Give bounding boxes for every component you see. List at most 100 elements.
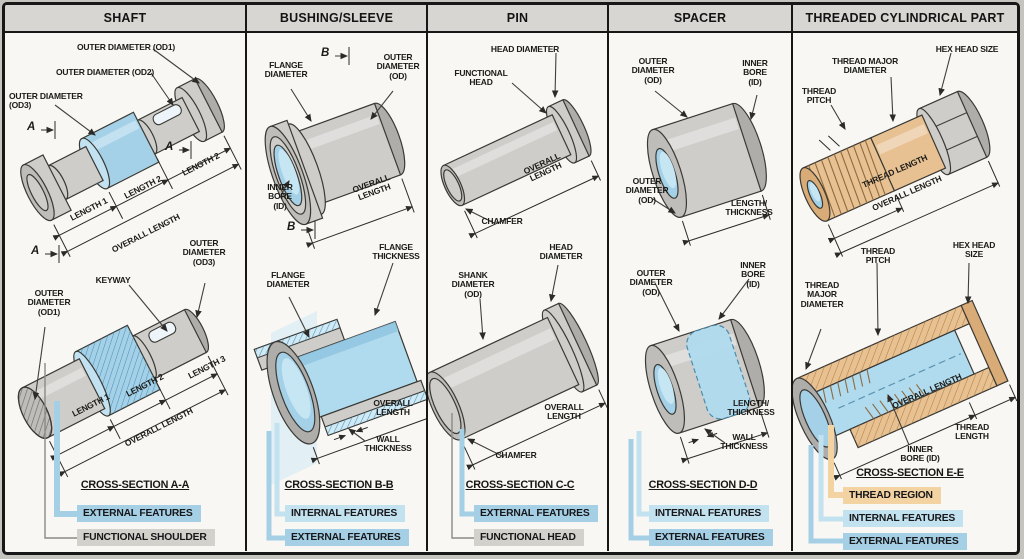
label-outer-diameter-od1: OUTER DIAMETER (OD1) — [76, 42, 175, 52]
threaded-part-isometric-view — [799, 90, 1001, 259]
label-length-thickness: LENGTH/ THICKNESS — [725, 198, 773, 218]
bushing-isometric-view — [264, 102, 415, 249]
label-flange-diameter-section: FLANGE DIAMETER — [266, 270, 310, 290]
header-spacer: SPACER — [609, 5, 793, 31]
label-thread-major-diameter: THREAD MAJOR DIAMETER — [831, 56, 899, 76]
label-hex-head-size: HEX HEAD SIZE — [935, 44, 999, 54]
column-pin: HEAD DIAMETER FUNCTIONAL HEAD OVERALL LE… — [428, 33, 609, 551]
legend-functional-shoulder: FUNCTIONAL SHOULDER — [77, 529, 215, 546]
legend-external-features: EXTERNAL FEATURES — [285, 529, 409, 546]
column-spacer: OUTER DIAMETER (OD) INNER BORE (ID) OUTE… — [609, 33, 793, 551]
label-keyway: KEYWAY — [95, 275, 131, 285]
external-features-band — [808, 445, 843, 544]
legend-external-features: EXTERNAL FEATURES — [649, 529, 773, 546]
external-features-band — [266, 431, 285, 541]
legend-internal-features: INTERNAL FEATURES — [285, 505, 406, 522]
legend-external-features: EXTERNAL FEATURES — [474, 505, 598, 522]
label-wall-thickness: WALL THICKNESS — [720, 432, 768, 452]
label-inner-bore-id-section: INNER BORE (ID) — [740, 260, 766, 289]
label-length-thickness-section: LENGTH/ THICKNESS — [727, 398, 775, 418]
legend-internal-features: INTERNAL FEATURES — [843, 510, 964, 527]
threaded-part-figures — [793, 52, 1017, 544]
label-wall-thickness: WALL THICKNESS — [364, 434, 412, 454]
column-bushing-sleeve: B FLANGE DIAMETER OUTER DIAMETER (OD) IN… — [247, 33, 428, 551]
cross-section-title-dd: CROSS-SECTION D-D — [648, 479, 758, 491]
internal-features-band — [818, 435, 843, 522]
section-marker-a2: A — [165, 141, 174, 153]
spacer-isometric-view — [646, 102, 771, 246]
label-outer-diameter-od-section: OUTER DIAMETER (OD) — [629, 268, 673, 297]
shaft-cross-section-view — [17, 308, 229, 478]
bushing-leader-lines — [266, 47, 394, 541]
legend-functional-head: FUNCTIONAL HEAD — [474, 529, 584, 546]
header-shaft: SHAFT — [5, 5, 247, 31]
label-outer-diameter-od: OUTER DIAMETER (OD) — [376, 52, 420, 81]
spacer-leader-lines — [628, 90, 758, 541]
spacer-cross-section-view — [644, 318, 770, 464]
label-overall-length-section: OVERALL LENGTH — [544, 402, 584, 422]
shaft-figures — [17, 48, 242, 539]
label-flange-thickness: FLANGE THICKNESS — [372, 242, 420, 262]
label-outer-diameter-od-top: OUTER DIAMETER (OD) — [631, 56, 675, 85]
external-features-band — [54, 401, 77, 517]
label-flange-diameter: FLANGE DIAMETER — [264, 60, 308, 80]
shaft-leader-lines — [32, 48, 206, 539]
functional-shoulder-leader — [44, 363, 77, 539]
column-shaft: OUTER DIAMETER (OD1) OUTER DIAMETER (OD2… — [5, 33, 247, 551]
spacer-figures — [628, 90, 771, 541]
section-marker-b1: B — [321, 47, 330, 59]
threaded-part-leader-lines — [805, 52, 972, 544]
label-shank-diameter-od: SHANK DIAMETER (OD) — [451, 270, 495, 299]
pin-leader-lines — [451, 52, 559, 539]
external-features-band — [628, 439, 649, 541]
label-head-diameter: HEAD DIAMETER — [490, 44, 560, 54]
pin-figures — [428, 52, 607, 539]
label-head-diameter-section: HEAD DIAMETER — [539, 242, 583, 262]
label-chamfer-section: CHAMFER — [495, 450, 537, 460]
header-bushing-sleeve: BUSHING/SLEEVE — [247, 5, 428, 31]
legend-internal-features: INTERNAL FEATURES — [649, 505, 770, 522]
label-inner-bore-id: INNER BORE (ID) — [267, 182, 293, 211]
cross-section-title-aa: CROSS-SECTION A-A — [80, 479, 190, 491]
label-functional-head: FUNCTIONAL HEAD — [454, 68, 508, 88]
cross-section-title-bb: CROSS-SECTION B-B — [284, 479, 394, 491]
label-hex-head-size-section: HEX HEAD SIZE — [952, 240, 996, 260]
legend-external-features: EXTERNAL FEATURES — [77, 505, 201, 522]
header-threaded-part: THREADED CYLINDRICAL PART — [793, 5, 1017, 31]
pin-cross-section-view — [428, 302, 607, 471]
label-overall-length-section: OVERALL LENGTH — [373, 398, 413, 418]
pin-isometric-view — [440, 99, 601, 239]
label-outer-diameter-od3-section: OUTER DIAMETER (OD3) — [182, 238, 226, 267]
threaded-part-cross-section-view — [793, 299, 1017, 481]
section-marker-a3: A — [31, 245, 40, 257]
label-thread-pitch-section: THREAD PITCH — [860, 246, 896, 266]
cross-section-title-ee: CROSS-SECTION E-E — [856, 467, 964, 479]
header-pin: PIN — [428, 5, 609, 31]
label-inner-bore-id: INNER BORE (ID) — [742, 58, 768, 87]
label-inner-bore-id-section: INNER BORE (ID) — [900, 444, 940, 464]
legend-external-features: EXTERNAL FEATURES — [843, 533, 967, 550]
thread-region-band — [828, 425, 843, 498]
legend-thread-region: THREAD REGION — [843, 487, 941, 504]
bushing-figures — [253, 47, 426, 541]
label-outer-diameter-od3: OUTER DIAMETER (OD3) — [9, 91, 83, 111]
columns-row: OUTER DIAMETER (OD1) OUTER DIAMETER (OD2… — [5, 33, 1017, 551]
label-chamfer: CHAMFER — [481, 216, 523, 226]
internal-features-band — [274, 423, 285, 517]
section-marker-b2: B — [287, 221, 296, 233]
label-thread-pitch: THREAD PITCH — [801, 86, 837, 106]
label-thread-major-diameter-section: THREAD MAJOR DIAMETER — [800, 280, 844, 309]
internal-features-band — [636, 431, 649, 517]
cross-section-title-cc: CROSS-SECTION C-C — [465, 479, 575, 491]
column-threaded-part: HEX HEAD SIZE THREAD MAJOR DIAMETER THRE… — [793, 33, 1017, 551]
label-thread-length-section: THREAD LENGTH — [954, 422, 990, 442]
header-row: SHAFT BUSHING/SLEEVE PIN SPACER THREADED… — [5, 5, 1017, 33]
functional-head-leader — [451, 413, 474, 539]
bushing-cross-section-view — [253, 318, 426, 465]
section-marker-a1: A — [27, 121, 36, 133]
label-outer-diameter-od2: OUTER DIAMETER (OD2) — [55, 67, 154, 77]
label-outer-diameter-od-front: OUTER DIAMETER (OD) — [625, 176, 669, 205]
external-features-band — [459, 429, 474, 517]
